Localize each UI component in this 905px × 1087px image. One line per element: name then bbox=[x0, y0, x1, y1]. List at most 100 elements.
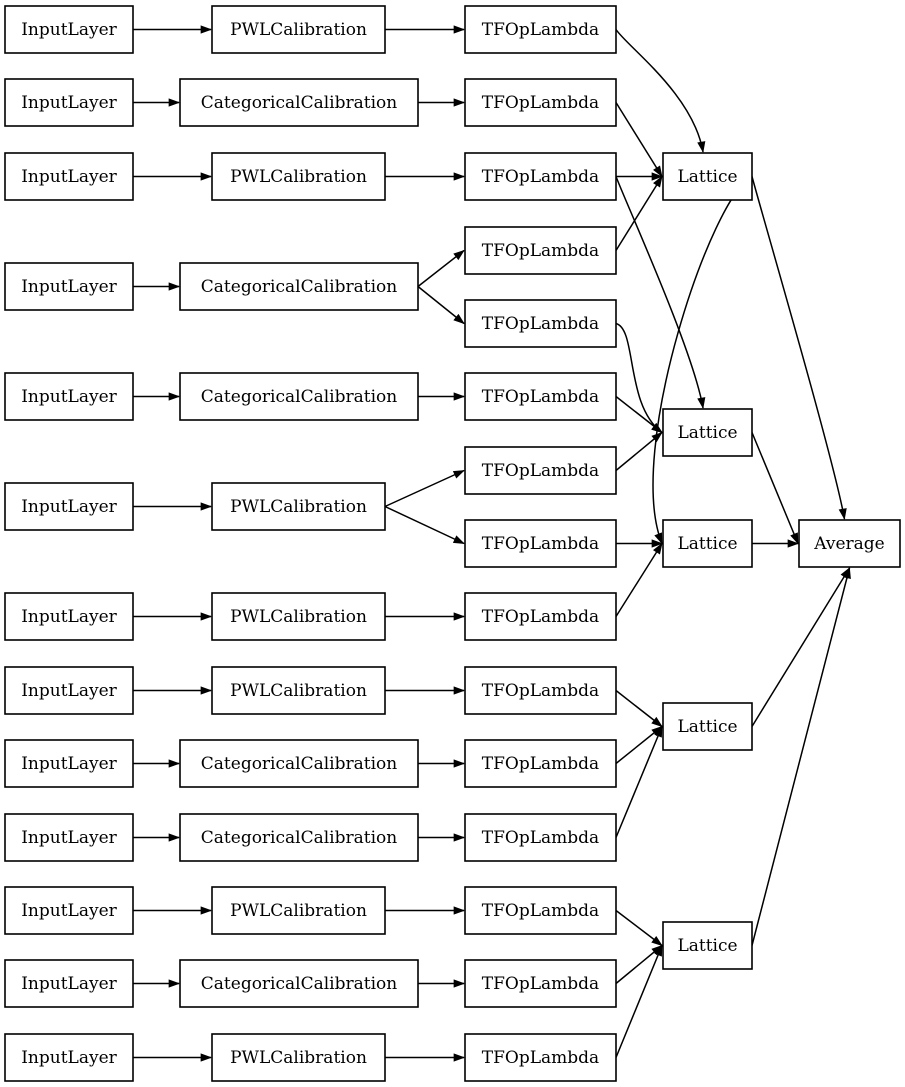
node-input-layer-in8[interactable]: InputLayer bbox=[4, 666, 134, 715]
node-box[interactable] bbox=[179, 813, 419, 862]
node-box[interactable] bbox=[4, 5, 134, 54]
node-box[interactable] bbox=[4, 592, 134, 641]
arrowhead-icon bbox=[651, 172, 664, 181]
node-categorical-calibration-cal4[interactable]: CategoricalCalibration bbox=[179, 262, 419, 311]
node-input-layer-in3[interactable]: InputLayer bbox=[4, 152, 134, 201]
node-box[interactable] bbox=[464, 592, 617, 641]
node-tfop-lambda-op15[interactable]: TFOpLambda bbox=[464, 1033, 617, 1082]
node-input-layer-in6[interactable]: InputLayer bbox=[4, 482, 134, 531]
node-box[interactable] bbox=[464, 5, 617, 54]
node-box[interactable] bbox=[211, 152, 386, 201]
node-box[interactable] bbox=[464, 813, 617, 862]
node-box[interactable] bbox=[464, 446, 617, 495]
node-categorical-calibration-cal2[interactable]: CategoricalCalibration bbox=[179, 78, 419, 127]
node-box[interactable] bbox=[464, 519, 617, 568]
node-categorical-calibration-cal5[interactable]: CategoricalCalibration bbox=[179, 372, 419, 421]
node-box[interactable] bbox=[464, 152, 617, 201]
node-tfop-lambda-op9[interactable]: TFOpLambda bbox=[464, 592, 617, 641]
node-categorical-calibration-cal10[interactable]: CategoricalCalibration bbox=[179, 813, 419, 862]
node-box[interactable] bbox=[464, 372, 617, 421]
node-box[interactable] bbox=[4, 262, 134, 311]
node-box[interactable] bbox=[4, 78, 134, 127]
node-box[interactable] bbox=[464, 78, 617, 127]
node-box[interactable] bbox=[4, 482, 134, 531]
node-box[interactable] bbox=[179, 959, 419, 1008]
node-box[interactable] bbox=[662, 408, 753, 457]
node-box[interactable] bbox=[211, 482, 386, 531]
node-box[interactable] bbox=[662, 702, 753, 751]
node-categorical-calibration-cal12[interactable]: CategoricalCalibration bbox=[179, 959, 419, 1008]
edge-in6-to-cal6 bbox=[133, 502, 213, 511]
node-box[interactable] bbox=[4, 666, 134, 715]
node-box[interactable] bbox=[4, 739, 134, 788]
node-box[interactable] bbox=[4, 372, 134, 421]
node-box[interactable] bbox=[464, 226, 617, 275]
arrowhead-icon bbox=[697, 141, 706, 154]
node-pwlcalibration-cal8[interactable]: PWLCalibration bbox=[211, 666, 386, 715]
node-box[interactable] bbox=[4, 152, 134, 201]
node-tfop-lambda-op2[interactable]: TFOpLambda bbox=[464, 78, 617, 127]
node-box[interactable] bbox=[798, 519, 901, 568]
node-tfop-lambda-op7[interactable]: TFOpLambda bbox=[464, 446, 617, 495]
node-tfop-lambda-op1[interactable]: TFOpLambda bbox=[464, 5, 617, 54]
node-input-layer-in13[interactable]: InputLayer bbox=[4, 1033, 134, 1082]
node-box[interactable] bbox=[4, 1033, 134, 1082]
node-box[interactable] bbox=[179, 739, 419, 788]
node-tfop-lambda-op10[interactable]: TFOpLambda bbox=[464, 666, 617, 715]
node-tfop-lambda-op4[interactable]: TFOpLambda bbox=[464, 226, 617, 275]
node-box[interactable] bbox=[662, 152, 753, 201]
node-box[interactable] bbox=[211, 666, 386, 715]
edge-in1-to-cal1 bbox=[133, 25, 213, 34]
node-tfop-lambda-op11[interactable]: TFOpLambda bbox=[464, 739, 617, 788]
node-input-layer-in7[interactable]: InputLayer bbox=[4, 592, 134, 641]
node-tfop-lambda-op8[interactable]: TFOpLambda bbox=[464, 519, 617, 568]
node-lattice-lat4[interactable]: Lattice bbox=[662, 702, 753, 751]
node-input-layer-in10[interactable]: InputLayer bbox=[4, 813, 134, 862]
node-pwlcalibration-cal1[interactable]: PWLCalibration bbox=[211, 5, 386, 54]
node-box[interactable] bbox=[464, 666, 617, 715]
node-box[interactable] bbox=[211, 1033, 386, 1082]
node-box[interactable] bbox=[464, 1033, 617, 1082]
edge-cal10-to-op12 bbox=[418, 833, 466, 842]
node-tfop-lambda-op13[interactable]: TFOpLambda bbox=[464, 886, 617, 935]
node-pwlcalibration-cal3[interactable]: PWLCalibration bbox=[211, 152, 386, 201]
node-tfop-lambda-op6[interactable]: TFOpLambda bbox=[464, 372, 617, 421]
node-box[interactable] bbox=[662, 519, 753, 568]
node-input-layer-in4[interactable]: InputLayer bbox=[4, 262, 134, 311]
node-lattice-lat5[interactable]: Lattice bbox=[662, 921, 753, 970]
node-box[interactable] bbox=[179, 372, 419, 421]
node-box[interactable] bbox=[464, 886, 617, 935]
node-box[interactable] bbox=[179, 262, 419, 311]
node-tfop-lambda-op5[interactable]: TFOpLambda bbox=[464, 299, 617, 348]
node-categorical-calibration-cal9[interactable]: CategoricalCalibration bbox=[179, 739, 419, 788]
node-box[interactable] bbox=[4, 813, 134, 862]
node-lattice-lat2[interactable]: Lattice bbox=[662, 408, 753, 457]
node-pwlcalibration-cal11[interactable]: PWLCalibration bbox=[211, 886, 386, 935]
node-tfop-lambda-op12[interactable]: TFOpLambda bbox=[464, 813, 617, 862]
node-box[interactable] bbox=[4, 886, 134, 935]
node-box[interactable] bbox=[211, 886, 386, 935]
node-pwlcalibration-cal13[interactable]: PWLCalibration bbox=[211, 1033, 386, 1082]
node-tfop-lambda-op3[interactable]: TFOpLambda bbox=[464, 152, 617, 201]
node-pwlcalibration-cal7[interactable]: PWLCalibration bbox=[211, 592, 386, 641]
node-input-layer-in12[interactable]: InputLayer bbox=[4, 959, 134, 1008]
node-lattice-lat3[interactable]: Lattice bbox=[662, 519, 753, 568]
node-average-avg[interactable]: Average bbox=[798, 519, 901, 568]
node-box[interactable] bbox=[464, 959, 617, 1008]
node-input-layer-in9[interactable]: InputLayer bbox=[4, 739, 134, 788]
node-box[interactable] bbox=[179, 78, 419, 127]
node-box[interactable] bbox=[211, 5, 386, 54]
node-input-layer-in11[interactable]: InputLayer bbox=[4, 886, 134, 935]
node-lattice-lat1[interactable]: Lattice bbox=[662, 152, 753, 201]
node-input-layer-in2[interactable]: InputLayer bbox=[4, 78, 134, 127]
node-box[interactable] bbox=[662, 921, 753, 970]
node-box[interactable] bbox=[464, 299, 617, 348]
node-pwlcalibration-cal6[interactable]: PWLCalibration bbox=[211, 482, 386, 531]
node-input-layer-in1[interactable]: InputLayer bbox=[4, 5, 134, 54]
node-box[interactable] bbox=[4, 959, 134, 1008]
node-box[interactable] bbox=[211, 592, 386, 641]
node-tfop-lambda-op14[interactable]: TFOpLambda bbox=[464, 959, 617, 1008]
node-input-layer-in5[interactable]: InputLayer bbox=[4, 372, 134, 421]
edges-layer bbox=[133, 25, 851, 1062]
node-box[interactable] bbox=[464, 739, 617, 788]
